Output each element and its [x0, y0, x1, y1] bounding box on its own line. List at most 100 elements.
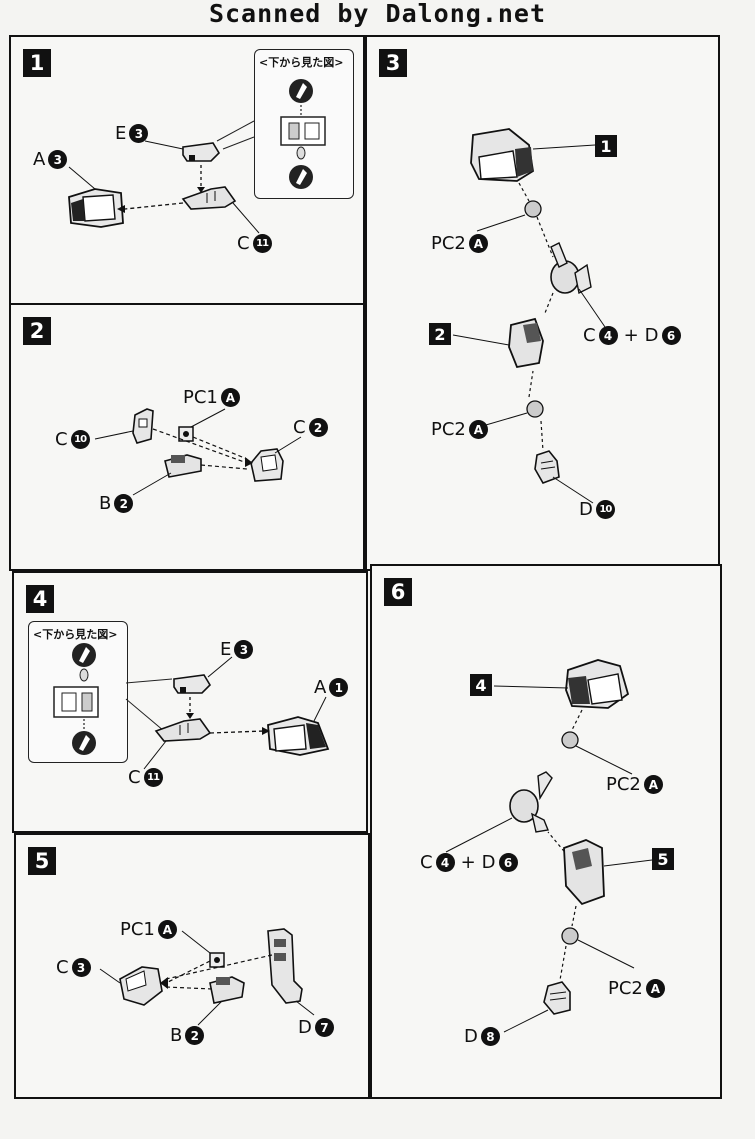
part-letter: PC2: [608, 978, 643, 999]
part-letter-badge: A: [468, 420, 488, 439]
part-d8: [543, 981, 571, 1015]
assembly-2: [508, 317, 544, 369]
step-3-panel: 3 1 2: [365, 35, 720, 571]
part-pc1a: [209, 952, 225, 968]
part-d7: [267, 928, 303, 1004]
part-letter: C: [55, 429, 68, 450]
label-d8: D 8: [464, 1026, 500, 1047]
label-c11: C 11: [237, 233, 272, 254]
part-number-badge: 1: [329, 678, 349, 697]
part-letter: C: [237, 233, 250, 254]
part-letter: A: [33, 149, 46, 170]
step-3-number: 3: [379, 49, 407, 77]
part-letter: PC1: [120, 919, 155, 940]
label-c3: C 3: [56, 957, 91, 978]
step-4-number: 4: [26, 585, 54, 613]
part-letter: E: [115, 123, 127, 144]
part-letter: D: [579, 499, 593, 520]
bottom-view-title: <下から見た図>: [259, 56, 344, 69]
step-6-panel: 6 4 5: [370, 564, 722, 1099]
label-b2: B 2: [99, 493, 134, 514]
step-5-number: 5: [28, 847, 56, 875]
hand-icon-top: [72, 643, 96, 667]
ref-step-2: 2: [429, 323, 451, 345]
part-letter-badge: A: [645, 979, 665, 998]
part-number-badge: 7: [314, 1018, 334, 1037]
plus-sign: +: [460, 852, 476, 873]
part-letter: E: [220, 639, 232, 660]
step-5-parts-drawing: [99, 928, 315, 1026]
ref-step-1: 1: [595, 135, 617, 157]
hand-icon-bottom: [289, 165, 313, 189]
label-b2: B 2: [170, 1025, 205, 1046]
label-pc1a: PC1 A: [120, 919, 177, 940]
hand-icon-bottom: [72, 731, 96, 755]
label-pc2a-top: PC2 A: [431, 233, 488, 254]
part-letter: C: [56, 957, 69, 978]
step-2-panel: 2 PC1 A C 10 C 2: [9, 303, 365, 571]
part-b2: [209, 976, 245, 1004]
step-5-panel: 5 PC1 A C 3 B: [14, 833, 370, 1099]
ref-step-5: 5: [652, 848, 674, 870]
part-pc1a: [178, 426, 194, 442]
part-letter: PC2: [606, 774, 641, 795]
part-e3: [173, 674, 212, 694]
part-number-badge: 2: [185, 1026, 205, 1045]
plus-sign: +: [623, 325, 639, 346]
part-number-badge: 6: [661, 326, 681, 345]
part-number-badge: 3: [71, 958, 91, 977]
part-number-badge: 2: [114, 494, 134, 513]
part-a1: [267, 716, 330, 756]
part-letter: C: [128, 767, 141, 788]
label-a3: A 3: [33, 149, 68, 170]
ref-step-4: 4: [470, 674, 492, 696]
label-a1: A 1: [314, 677, 349, 698]
label-c4-d6: C 4 + D 6: [583, 325, 681, 346]
part-c2: [250, 448, 284, 482]
assembly-5: [563, 839, 605, 906]
part-letter: B: [99, 493, 112, 514]
part-letter: D: [644, 325, 659, 346]
part-letter: C: [420, 852, 433, 873]
part-letter-badge: A: [643, 775, 663, 794]
hand-icon-top: [289, 79, 313, 103]
part-letter: PC2: [431, 233, 466, 254]
part-letter: D: [464, 1026, 478, 1047]
assembly-1: [470, 128, 534, 182]
part-e3: [182, 142, 221, 162]
label-c2: C 2: [293, 417, 328, 438]
part-letter: C: [583, 325, 596, 346]
part-letter: B: [170, 1025, 183, 1046]
step-6-number: 6: [384, 578, 412, 606]
part-c11: [154, 718, 212, 742]
scan-watermark-title: Scanned by Dalong.net: [208, 0, 547, 28]
joint-c4-d6: [509, 771, 553, 833]
label-c4-d6: C 4 + D 6: [420, 852, 518, 873]
label-d7: D 7: [298, 1017, 334, 1038]
label-pc1a: PC1 A: [183, 387, 240, 408]
label-e3: E 3: [115, 123, 149, 144]
part-letter: C: [293, 417, 306, 438]
label-c10: C 10: [55, 429, 90, 450]
part-c10: [132, 408, 154, 444]
part-number-badge: 3: [234, 640, 254, 659]
part-number-badge: 11: [252, 234, 272, 253]
bottom-view-part: [280, 116, 326, 146]
bottom-view-title: <下から見た図>: [33, 628, 118, 641]
part-d10: [534, 450, 560, 484]
part-letter: PC1: [183, 387, 218, 408]
part-letter: A: [314, 677, 327, 698]
label-d10: D 10: [579, 499, 615, 520]
part-number-badge: 11: [143, 768, 163, 787]
part-number-badge: 3: [129, 124, 149, 143]
part-c3: [119, 966, 163, 1006]
part-letter-badge: A: [220, 388, 240, 407]
step-4-panel: 4 <下から見た図>: [12, 571, 368, 833]
step-3-parts-drawing: [452, 128, 606, 504]
part-letter: PC2: [431, 419, 466, 440]
part-number-badge: 8: [480, 1027, 500, 1046]
part-number-badge: 2: [308, 418, 328, 437]
step-1-panel: 1 <下から見た図>: [9, 35, 365, 305]
assembly-4: [565, 659, 630, 709]
part-letter-badge: A: [157, 920, 177, 939]
